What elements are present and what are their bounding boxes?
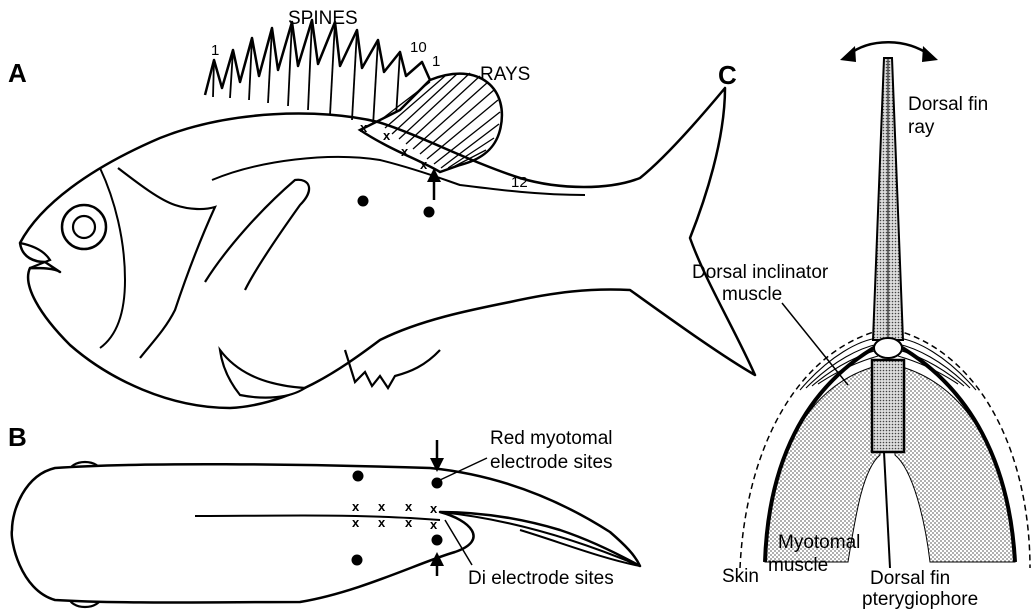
panel-c: C	[692, 42, 1030, 609]
svg-text:x: x	[430, 501, 438, 516]
svg-text:x: x	[352, 499, 360, 514]
myotomal-label-line2: muscle	[768, 555, 828, 576]
panel-c-letter: C	[718, 60, 737, 90]
skin-label: Skin	[722, 566, 759, 587]
pterygiophore-label-line2: pterygiophore	[862, 589, 978, 609]
operculum	[118, 168, 215, 358]
myotomal-label-line1: Myotomal	[778, 532, 860, 553]
pectoral-fin	[205, 180, 309, 290]
spines-label: SPINES	[288, 8, 358, 29]
panel-b-letter: B	[8, 422, 27, 452]
inclinator-label-line1: Dorsal inclinator	[692, 262, 829, 283]
svg-text:x: x	[360, 120, 368, 135]
ray-last-number: 12	[511, 174, 528, 191]
lateral-line	[212, 157, 585, 195]
di-sites-label: Di electrode sites	[468, 568, 614, 589]
svg-text:x: x	[383, 128, 391, 143]
svg-text:x: x	[352, 515, 360, 530]
spine-first-number: 1	[211, 42, 219, 59]
panel-a-letter: A	[8, 58, 27, 88]
red-sites-label-line2: electrode sites	[490, 452, 613, 473]
red-sites-label-line1: Red myotomal	[490, 428, 613, 449]
spiny-dorsal-fin	[205, 20, 430, 95]
svg-text:x: x	[420, 157, 428, 172]
panel-a: A	[8, 8, 755, 408]
pterygiophore	[872, 360, 904, 452]
pelvic-fin	[220, 350, 305, 398]
fin-ray-label-line2: ray	[908, 117, 935, 138]
svg-text:x: x	[430, 517, 438, 532]
fin-ray-label-line1: Dorsal fin	[908, 94, 988, 115]
ray-first-number: 1	[432, 53, 440, 70]
spine-last-number: 10	[410, 39, 427, 56]
inclinator-label-line2: muscle	[722, 284, 782, 305]
pterygiophore-label-line1: Dorsal fin	[870, 568, 950, 589]
svg-text:x: x	[405, 499, 413, 514]
ray-base-joint	[874, 338, 902, 358]
red-electrode-dot	[432, 535, 443, 546]
inclinator-leader	[782, 303, 848, 385]
preoperculum	[100, 168, 125, 348]
electrode-dot	[358, 196, 369, 207]
red-electrode-dot	[353, 471, 364, 482]
electrode-dot	[424, 207, 435, 218]
svg-text:x: x	[405, 515, 413, 530]
pterygiophore-leader	[884, 452, 890, 568]
svg-text:x: x	[378, 515, 386, 530]
svg-text:x: x	[401, 144, 409, 159]
eye-inner	[73, 216, 95, 238]
rays-label: RAYS	[480, 64, 530, 85]
red-electrode-dot	[352, 555, 363, 566]
panel-b: B xx xx xx xx Red myotomal	[8, 422, 640, 607]
svg-text:x: x	[378, 499, 386, 514]
